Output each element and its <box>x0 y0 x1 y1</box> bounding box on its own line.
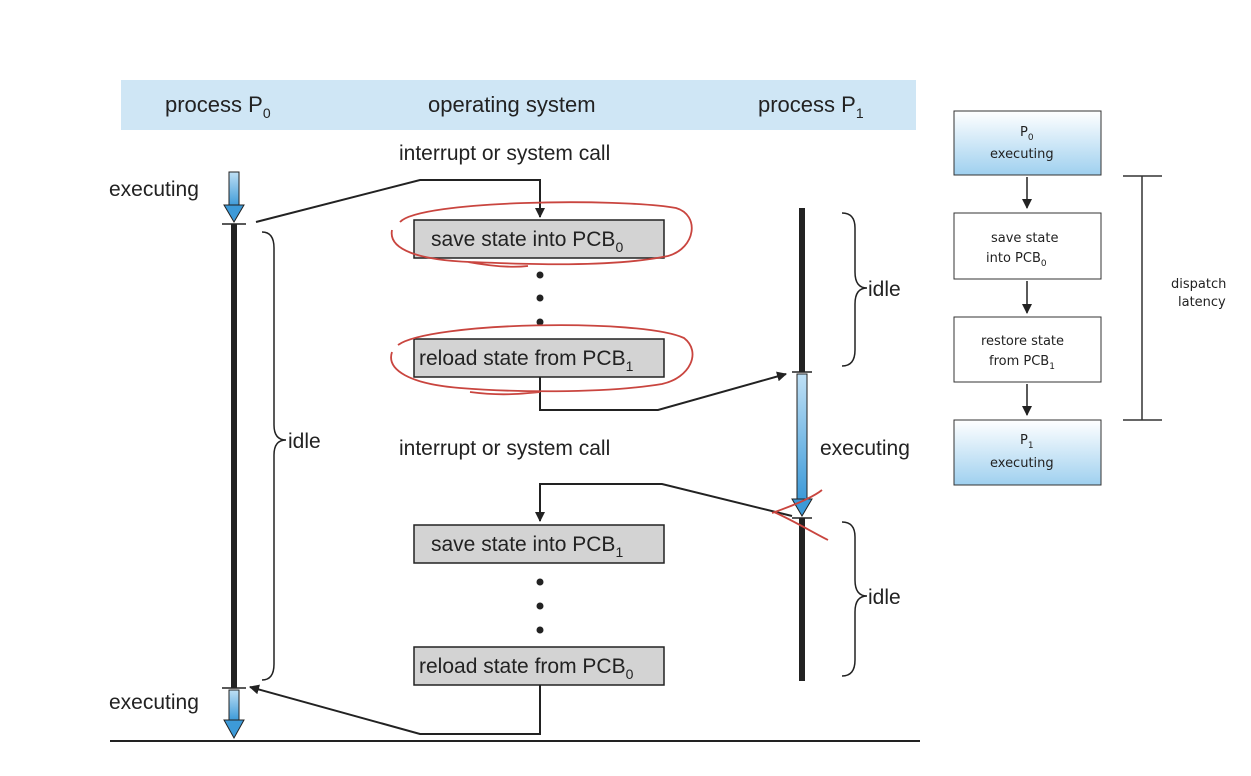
p1-executing-label: executing <box>820 437 910 460</box>
interrupt-label-top: interrupt or system call <box>399 142 610 165</box>
dot <box>536 578 544 586</box>
side-box-p0-executing: P0 executing <box>953 110 1102 176</box>
annotation-cross-p1 <box>771 489 829 541</box>
svg-text:save state: save state <box>991 231 1059 246</box>
svg-text:executing: executing <box>990 147 1054 162</box>
header-operating-system: operating system <box>428 92 596 117</box>
arrow-p0-to-os <box>255 179 545 223</box>
p1-idle-brace-top <box>841 212 868 367</box>
p0-executing-bottom-arrow <box>223 689 245 740</box>
box-save-pcb0: save state into PCB0 <box>413 219 665 259</box>
dot <box>536 318 544 326</box>
p0-executing-top-arrow <box>223 171 245 223</box>
box-reload-pcb1: reload state from PCB1 <box>413 338 665 378</box>
dispatch-label-line2: latency <box>1178 295 1226 310</box>
box-reload-pcb0: reload state from PCB0 <box>413 646 665 686</box>
p1-executing-arrow <box>791 373 813 517</box>
svg-text:into PCB0: into PCB0 <box>986 251 1047 269</box>
svg-text:save state into PCB1: save state into PCB1 <box>431 533 623 560</box>
annotation-circle-save-pcb0 <box>390 201 693 268</box>
side-box-p1-executing: P1 executing <box>953 419 1102 486</box>
svg-text:reload state from PCB1: reload state from PCB1 <box>419 347 634 374</box>
side-box-save-state: save state into PCB0 <box>953 212 1102 280</box>
p1-idle-top-label: idle <box>868 278 901 301</box>
dispatch-latency-bracket <box>1123 175 1162 421</box>
p0-idle-label: idle <box>288 430 321 453</box>
p0-idle-brace <box>261 231 287 681</box>
box-save-pcb1: save state into PCB1 <box>413 524 665 564</box>
arrow-os-to-p1 <box>539 371 787 411</box>
svg-text:executing: executing <box>990 456 1054 471</box>
p0-executing-top: executing <box>109 178 199 201</box>
header-process-p0: process P0 <box>165 92 271 121</box>
header-process-p1: process P1 <box>758 92 864 121</box>
dot <box>536 626 544 634</box>
svg-text:save state into PCB0: save state into PCB0 <box>431 228 623 255</box>
dot <box>536 294 544 302</box>
p1-idle-bottom-label: idle <box>868 586 901 609</box>
svg-text:P1: P1 <box>1020 433 1034 451</box>
svg-text:from PCB1: from PCB1 <box>989 354 1055 372</box>
interrupt-label-mid: interrupt or system call <box>399 437 610 460</box>
annotation-circle-reload-pcb1 <box>390 324 694 396</box>
dot <box>536 602 544 610</box>
svg-text:restore state: restore state <box>981 334 1064 349</box>
dot <box>536 271 544 279</box>
p0-executing-bottom: executing <box>109 691 199 714</box>
svg-text:P0: P0 <box>1020 125 1034 143</box>
arrow-p1-to-os <box>535 483 793 522</box>
arrow-os-to-p0 <box>249 684 541 735</box>
dispatch-label-line1: dispatch <box>1171 277 1226 292</box>
p1-idle-brace-bottom <box>841 521 868 677</box>
side-box-restore-state: restore state from PCB1 <box>953 316 1102 383</box>
svg-text:reload state from PCB0: reload state from PCB0 <box>419 655 634 682</box>
header-band <box>121 80 916 130</box>
